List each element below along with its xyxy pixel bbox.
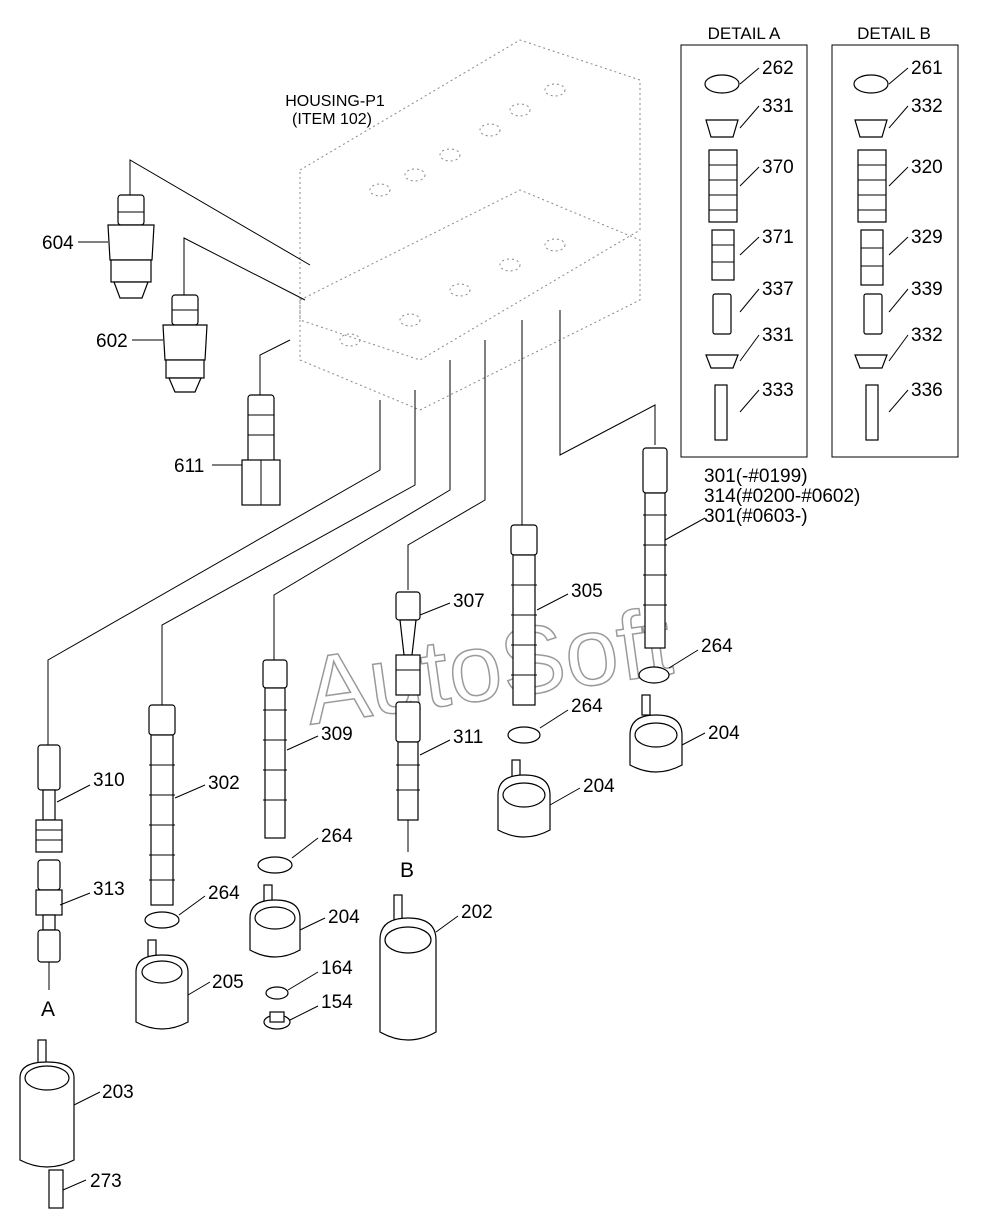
assembly-leader-lines xyxy=(47,159,656,745)
detail-b-title: DETAIL B xyxy=(857,24,931,43)
housing-title: HOUSING-P1 xyxy=(285,93,385,110)
cap-202 xyxy=(379,894,459,1041)
relief-valve-602 xyxy=(132,294,208,393)
detail-b-label-0: 261 xyxy=(911,58,943,79)
cap-204-c xyxy=(629,694,706,773)
detail-b-leader-2 xyxy=(888,166,909,187)
detail-a-leader-0 xyxy=(739,67,760,85)
label-307: 307 xyxy=(453,591,485,612)
marker-a: A xyxy=(41,998,55,1021)
watermark-text: AutoSoft xyxy=(298,588,678,745)
label-164: 164 xyxy=(321,958,353,979)
label-302: 302 xyxy=(208,773,240,794)
spool-note-line1: 301(-#0199) xyxy=(704,466,808,487)
detail-b-parts xyxy=(853,74,889,441)
detail-b-leader-1 xyxy=(888,105,909,129)
detail-a-label-6: 333 xyxy=(762,380,794,401)
detail-b-leader-4 xyxy=(888,288,909,313)
cap-203 xyxy=(19,1039,101,1209)
label-202: 202 xyxy=(461,902,493,923)
detail-a-title: DETAIL A xyxy=(708,24,781,43)
detail-b-label-6: 336 xyxy=(911,380,943,401)
detail-a-label-5: 331 xyxy=(762,325,794,346)
spool-305 xyxy=(510,524,569,706)
o-ring-264-c xyxy=(507,726,541,744)
detail-a-label-0: 262 xyxy=(762,58,794,79)
detail-a-labels: 262 331 370 371 337 331 333 xyxy=(739,58,794,413)
detail-a-leader-5 xyxy=(739,334,760,362)
detail-a-label-3: 371 xyxy=(762,227,794,248)
label-203: 203 xyxy=(102,1082,134,1103)
detail-a-leader-1 xyxy=(739,105,760,129)
detail-b-label-4: 339 xyxy=(911,279,943,300)
label-309: 309 xyxy=(321,724,353,745)
label-205: 205 xyxy=(212,972,244,993)
cap-204-a xyxy=(249,884,326,958)
label-305: 305 xyxy=(571,581,603,602)
detail-b-label-1: 332 xyxy=(911,96,943,117)
label-310: 310 xyxy=(93,770,125,791)
detail-b-box xyxy=(831,44,959,458)
detail-a-leader-6 xyxy=(739,389,760,413)
detail-b-label-3: 329 xyxy=(911,227,943,248)
plug-154 xyxy=(263,1005,319,1030)
label-611: 611 xyxy=(174,456,204,477)
detail-b-label-2: 320 xyxy=(911,157,943,178)
detail-b-leader-6 xyxy=(888,389,909,413)
spool-301-314 xyxy=(642,447,706,649)
label-313: 313 xyxy=(93,879,125,900)
spool-310-313 xyxy=(35,744,91,990)
marker-b: B xyxy=(400,859,414,882)
detail-a-leader-4 xyxy=(739,288,760,313)
label-264-b: 264 xyxy=(321,826,353,847)
o-ring-264-a xyxy=(144,911,180,929)
cap-205 xyxy=(135,939,211,1030)
detail-a-label-4: 337 xyxy=(762,279,794,300)
detail-a-label-2: 370 xyxy=(762,157,794,178)
o-ring-164 xyxy=(265,986,289,1000)
detail-a-leader-3 xyxy=(739,236,760,256)
o-ring-264-d xyxy=(638,666,670,684)
label-264-d: 264 xyxy=(701,636,733,657)
detail-b-leader-5 xyxy=(888,334,909,362)
housing-item: (ITEM 102) xyxy=(292,111,372,128)
housing-p1-outline xyxy=(299,39,641,411)
spool-302 xyxy=(148,704,206,906)
relief-valve-604 xyxy=(78,194,155,299)
detail-a-leader-2 xyxy=(739,166,760,187)
label-154: 154 xyxy=(321,992,353,1013)
label-204-a: 204 xyxy=(328,907,360,928)
label-204-b: 204 xyxy=(583,776,615,797)
label-264-c: 264 xyxy=(571,696,603,717)
label-264-a: 264 xyxy=(208,883,240,904)
detail-b-leader-0 xyxy=(888,67,909,85)
spool-note-line2: 314(#0200-#0602) xyxy=(704,486,860,507)
spool-note-line3: 301(#0603-) xyxy=(704,506,808,527)
label-273: 273 xyxy=(90,1171,122,1192)
label-604: 604 xyxy=(42,233,74,254)
spool-307-311 xyxy=(395,591,451,852)
detail-a-label-1: 331 xyxy=(762,96,794,117)
o-ring-264-b xyxy=(257,856,293,874)
detail-a-box xyxy=(680,44,808,458)
plug-611 xyxy=(212,394,281,506)
label-311: 311 xyxy=(453,727,483,748)
cap-204-b xyxy=(497,759,581,838)
label-204-c: 204 xyxy=(708,723,740,744)
detail-a-parts xyxy=(704,74,740,441)
label-602: 602 xyxy=(96,331,128,352)
detail-b-labels: 261 332 320 329 339 332 336 xyxy=(888,58,943,413)
detail-b-label-5: 332 xyxy=(911,325,943,346)
spool-309 xyxy=(262,659,319,839)
detail-b-leader-3 xyxy=(888,236,909,256)
